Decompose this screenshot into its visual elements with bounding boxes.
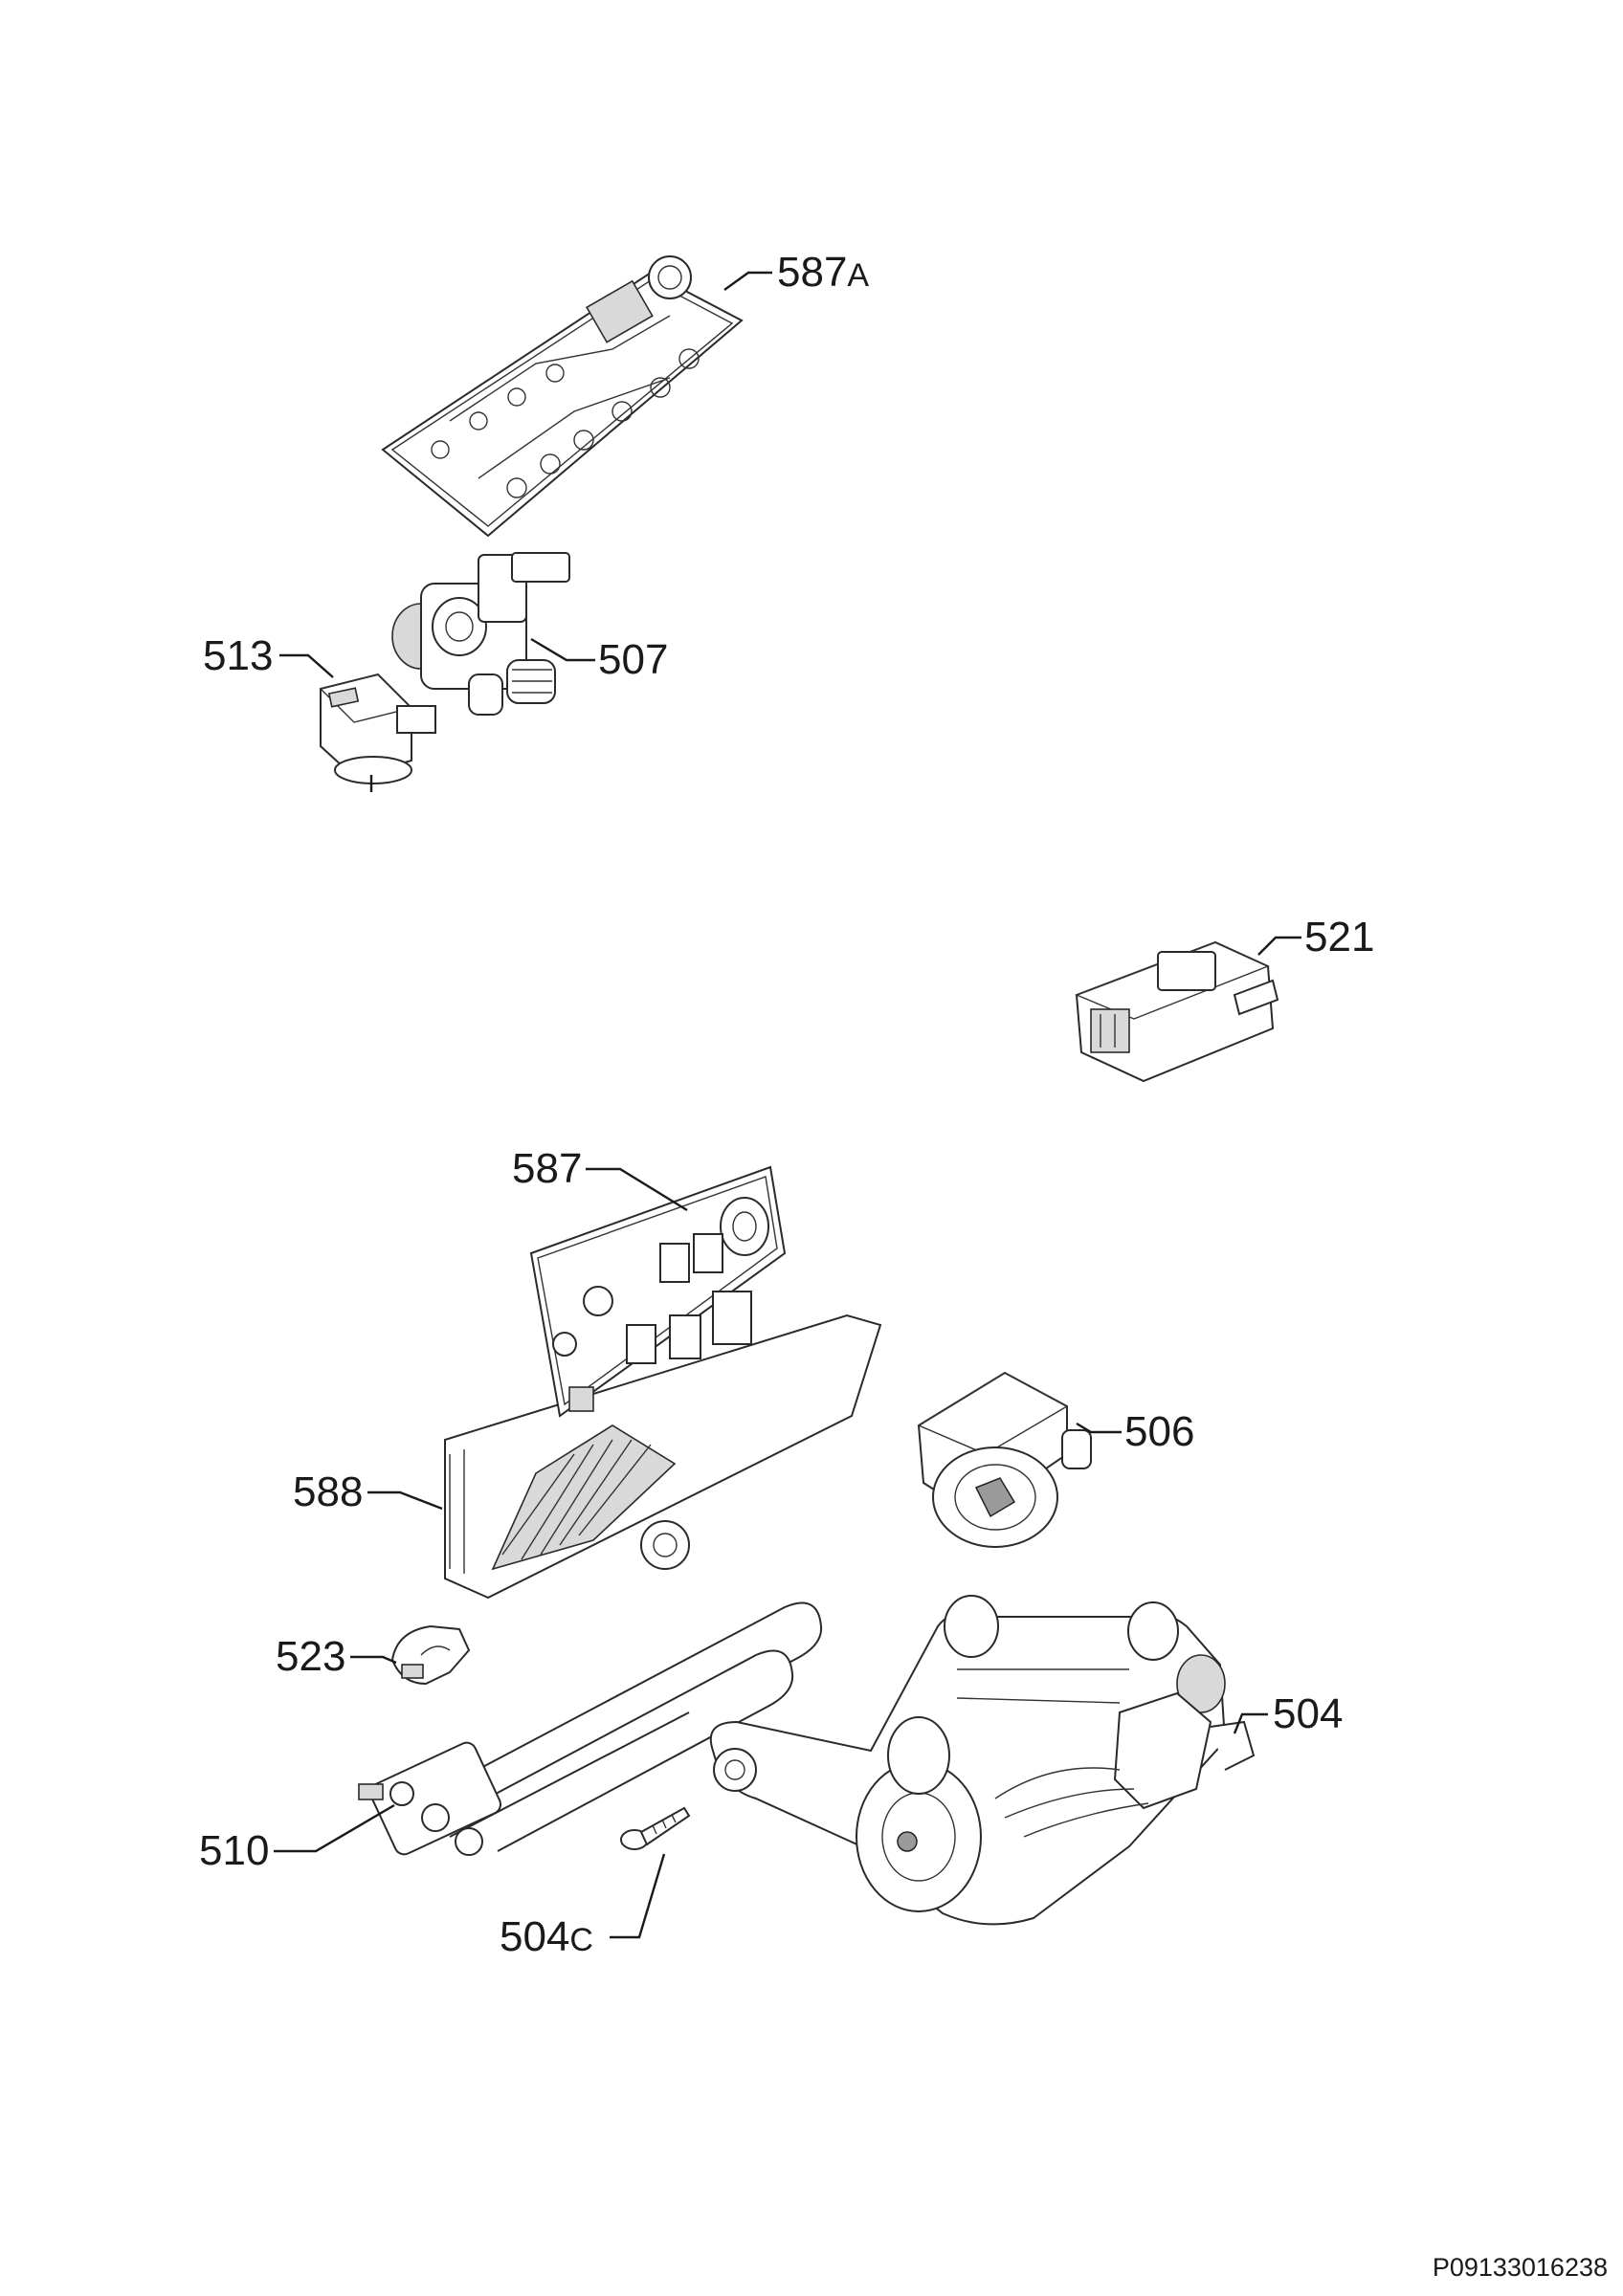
label-587a-suffix: A [847, 257, 870, 294]
label-588: 588 [293, 1468, 364, 1515]
label-504: 504 [1273, 1690, 1344, 1737]
label-504c: 504C [500, 1913, 593, 1960]
part-504c-screw [620, 1806, 691, 1850]
drawing-code: P09133016238 [1432, 2253, 1608, 2282]
part-506-drain-pump [917, 1371, 1092, 1548]
label-506: 506 [1124, 1408, 1195, 1455]
leader-lines [274, 271, 1301, 1939]
label-523: 523 [276, 1633, 346, 1680]
part-523-clip [390, 1624, 471, 1686]
label-587: 587 [512, 1145, 583, 1192]
part-507-inlet-valve [391, 552, 570, 716]
label-507: 507 [598, 636, 669, 683]
part-513-pressure-switch [319, 673, 436, 792]
part-587a-display-board [381, 255, 744, 538]
label-510: 510 [199, 1827, 270, 1874]
label-504c-suffix: C [569, 1922, 593, 1958]
part-587-main-board [529, 1165, 787, 1418]
part-510-heating-element [358, 1601, 823, 1856]
part-521-door-lock [1075, 940, 1279, 1083]
part-504-motor [709, 1595, 1256, 1926]
label-587a: 587A [777, 249, 870, 296]
label-513: 513 [203, 632, 274, 679]
part-588-pcb-housing [444, 1314, 882, 1600]
label-521: 521 [1304, 914, 1375, 960]
